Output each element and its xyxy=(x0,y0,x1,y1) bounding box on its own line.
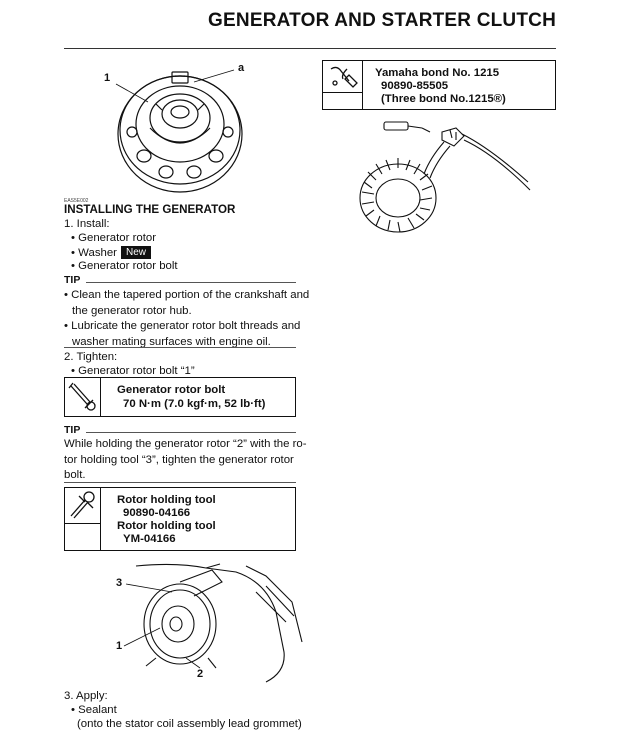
section-heading: INSTALLING THE GENERATOR xyxy=(64,203,236,216)
tip2-line: While holding the generator rotor “2” wi… xyxy=(64,438,307,450)
step1-item: • Generator rotor bolt xyxy=(71,260,178,272)
tip1-label: TIP xyxy=(64,274,81,286)
tip2-label: TIP xyxy=(64,424,81,436)
generator-rotor-figure xyxy=(115,69,243,193)
tip2-text: While holding the generator rotor “2” wi… xyxy=(64,437,307,484)
step3-item: • Sealant xyxy=(71,704,117,716)
step2-label: 2. Tighten: xyxy=(64,351,118,363)
stator-coil-figure xyxy=(359,121,531,233)
fig1-callout-a: a xyxy=(238,62,245,74)
step3-item-note: (onto the stator coil assembly lead grom… xyxy=(77,718,302,730)
tool-line: YM-04166 xyxy=(123,533,176,545)
fig2-callout-2: 2 xyxy=(197,668,204,680)
bond-line: (Three bond No.1215®) xyxy=(381,93,506,105)
tip1-end-rule xyxy=(64,347,296,348)
torque-spec-box: Generator rotor bolt 70 N·m (7.0 kgf·m, … xyxy=(64,377,296,417)
rotor-holding-figure xyxy=(123,563,303,683)
tip2-end-rule xyxy=(64,482,296,483)
fig1-callout-1: 1 xyxy=(104,72,111,84)
step1-label: 1. Install: xyxy=(64,218,110,230)
tip1-text: • Clean the tapered portion of the crank… xyxy=(64,288,309,350)
section-code: EAS5E002 xyxy=(64,198,89,204)
tool-line: Rotor holding tool xyxy=(117,520,216,532)
bond-line: 90890-85505 xyxy=(381,80,449,92)
tool-line: 90890-04166 xyxy=(123,507,191,519)
fig2-callout-1: 1 xyxy=(116,640,123,652)
new-badge: New xyxy=(120,246,151,259)
page-title: GENERATOR AND STARTER CLUTCH xyxy=(208,10,556,31)
torque-name: Generator rotor bolt xyxy=(117,384,226,396)
tip2-rule xyxy=(86,432,296,433)
sealant-tube-icon xyxy=(330,66,358,88)
step2-item: • Generator rotor bolt “1” xyxy=(71,365,195,377)
tip1-line: • Lubricate the generator rotor bolt thr… xyxy=(64,320,301,332)
tip1-line: • Clean the tapered portion of the crank… xyxy=(64,289,310,301)
step3-label: 3. Apply: xyxy=(64,690,108,702)
tool-icon-cell xyxy=(65,488,101,550)
tool-icon-frame xyxy=(65,488,100,524)
tip2-line: bolt. xyxy=(64,469,86,481)
tip2-line: tor holding tool “3”, tighten the genera… xyxy=(64,453,294,466)
fig2-callout-3: 3 xyxy=(116,577,123,589)
torque-wrench-icon xyxy=(68,382,96,411)
sealant-spec-box: Yamaha bond No. 1215 90890-85505 (Three … xyxy=(322,60,556,110)
sealant-icon-frame xyxy=(323,61,362,93)
tip1-rule xyxy=(86,282,296,283)
tip1-line: washer mating surfaces with engine oil. xyxy=(72,335,271,348)
step1-item: • Generator rotor xyxy=(71,232,157,244)
tip1-line: the generator rotor hub. xyxy=(72,304,192,317)
step1-item-text: • Washer xyxy=(71,247,117,259)
rotor-holding-tool-icon xyxy=(70,491,95,519)
sealant-icon-cell xyxy=(323,61,363,109)
title-divider xyxy=(64,48,556,49)
torque-value: 70 N·m (7.0 kgf·m, 52 lb·ft) xyxy=(123,398,266,410)
torque-icon-cell xyxy=(65,378,101,416)
tool-spec-box: Rotor holding tool 90890-04166 Rotor hol… xyxy=(64,487,296,551)
bond-line: Yamaha bond No. 1215 xyxy=(375,67,500,79)
tool-line: Rotor holding tool xyxy=(117,494,216,506)
